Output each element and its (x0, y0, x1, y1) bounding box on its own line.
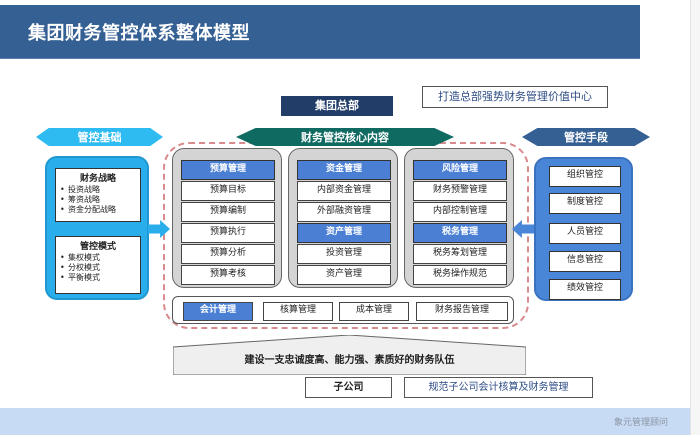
page-edge (690, 0, 700, 435)
column-cell: 预算编制 (181, 202, 275, 222)
title-banner: 集团财务管控体系整体模型 (0, 5, 640, 59)
team-text: 建设一支忠诚度高、能力强、素质好的财务队伍 (244, 355, 455, 366)
means-item: 组织管控 (549, 166, 621, 187)
headquarters-label: 集团总部 (281, 96, 393, 116)
list-item: 分权模式 (60, 263, 140, 273)
column-cell: 税务管理 (413, 223, 507, 243)
control-mode-box: 管控模式 集权模式 分权模式 平衡模式 (55, 236, 141, 294)
team-shape (173, 335, 526, 375)
means-item: 信息管控 (549, 251, 621, 272)
list-item: 投资战略 (60, 185, 140, 195)
column-cell: 资产管理 (297, 223, 391, 243)
column-cell: 资产管理 (297, 265, 391, 285)
page-title: 集团财务管控体系整体模型 (28, 23, 250, 44)
banner-control-basis: 管控基础 (36, 128, 163, 146)
risk-tax-management-column: 风险管理 财务预警管理 内部控制管理 税务管理 税务筹划管理 税务操作规范 (404, 148, 514, 288)
fund-asset-management-column: 资金管理 内部资金管理 外部融资管理 资产管理 投资管理 资产管理 (288, 148, 398, 288)
column-cell: 财务预警管理 (413, 181, 507, 201)
list-item: 资金分配战略 (60, 205, 140, 215)
column-cell: 内部资金管理 (297, 181, 391, 201)
banner-control-means-label: 管控手段 (564, 131, 608, 144)
means-item: 制度管控 (549, 193, 621, 214)
column-cell: 预算考核 (181, 265, 275, 285)
column-cell: 预算目标 (181, 181, 275, 201)
team-foundation: 建设一支忠诚度高、能力强、素质好的财务队伍 (173, 335, 526, 375)
means-item: 人员管控 (549, 223, 621, 244)
column-cell: 税务筹划管理 (413, 244, 507, 264)
list-item: 筹资战略 (60, 195, 140, 205)
budget-management-column: 预算管理 预算目标 预算编制 预算执行 预算分析 预算考核 (172, 148, 282, 288)
banner-control-means: 管控手段 (522, 128, 650, 146)
subsidiary-label: 子公司 (305, 377, 392, 398)
list-item: 平衡模式 (60, 273, 140, 283)
financial-strategy-list: 投资战略 筹资战略 资金分配战略 (56, 185, 140, 215)
banner-core-content-label: 财务管控核心内容 (301, 131, 389, 144)
column-cell: 外部融资管理 (297, 202, 391, 222)
column-cell: 投资管理 (297, 244, 391, 264)
accounting-item: 会计管理 (183, 302, 253, 321)
footer-bar: 象元管理顾问 (0, 408, 690, 435)
footer-brand: 象元管理顾问 (613, 418, 668, 428)
arrow-right-icon (148, 220, 170, 238)
accounting-item: 财务报告管理 (416, 302, 508, 321)
financial-strategy-title: 财务战略 (79, 174, 116, 184)
banner-control-basis-label: 管控基础 (77, 131, 122, 144)
column-cell: 预算分析 (181, 244, 275, 264)
control-means-panel: 组织管控 制度管控 人员管控 信息管控 绩效管控 (534, 157, 633, 301)
accounting-row: 会计管理 核算管理 成本管理 财务报告管理 (172, 296, 514, 324)
accounting-item: 成本管理 (339, 302, 409, 321)
arrow-left-icon (512, 220, 534, 238)
subsidiary-description: 规范子公司会计核算及财务管理 (404, 377, 593, 398)
control-mode-title: 管控模式 (79, 242, 116, 252)
list-item: 集权模式 (60, 253, 140, 263)
accounting-item: 核算管理 (263, 302, 333, 321)
column-cell: 风险管理 (413, 160, 507, 180)
column-cell: 预算管理 (181, 160, 275, 180)
column-cell: 资金管理 (297, 160, 391, 180)
means-item: 绩效管控 (549, 279, 621, 300)
financial-strategy-box: 财务战略 投资战略 筹资战略 资金分配战略 (55, 168, 141, 222)
column-cell: 税务操作规范 (413, 265, 507, 285)
control-mode-list: 集权模式 分权模式 平衡模式 (56, 253, 140, 283)
column-cell: 预算执行 (181, 223, 275, 243)
banner-core-content: 财务管控核心内容 (236, 128, 454, 146)
slogan-box: 打造总部强势财务管理价值中心 (422, 86, 608, 108)
column-cell: 内部控制管理 (413, 202, 507, 222)
control-basis-panel: 财务战略 投资战略 筹资战略 资金分配战略 管控模式 集权模式 分权模式 平衡模… (45, 156, 149, 300)
